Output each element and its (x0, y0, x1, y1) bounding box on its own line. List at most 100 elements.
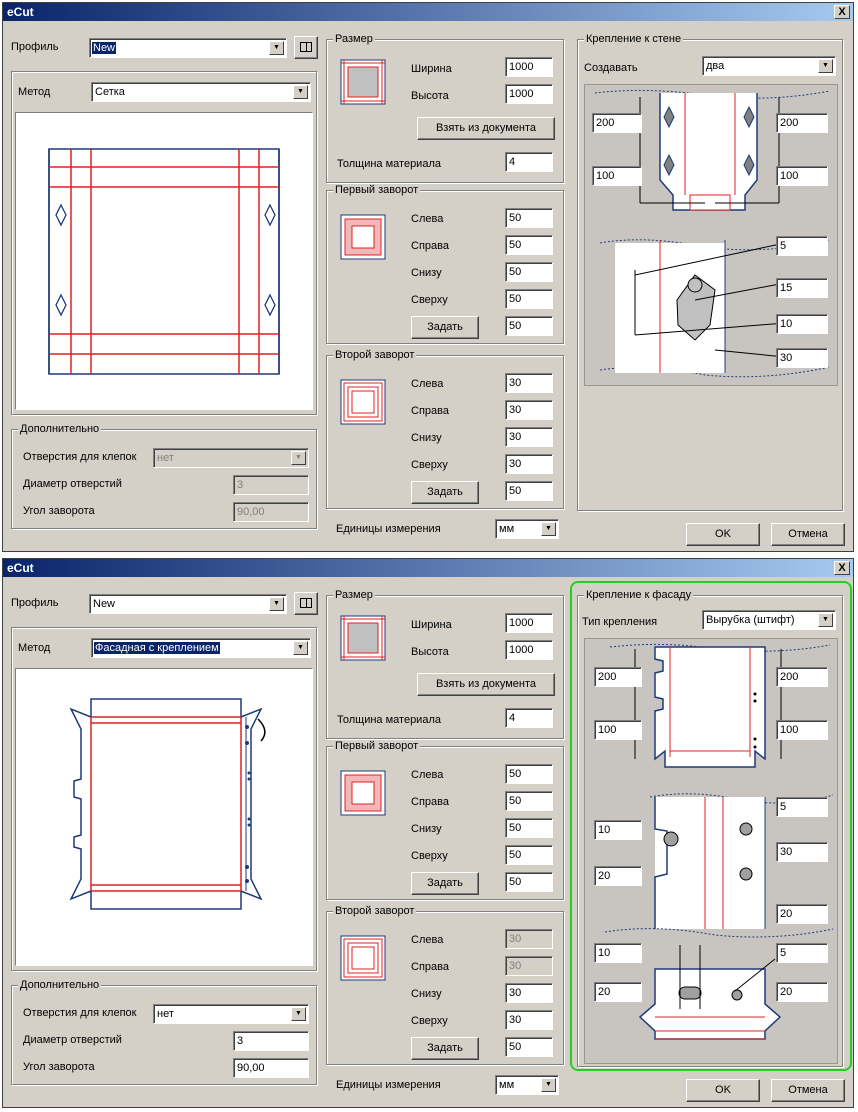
wall-param-15-input[interactable]: 15 (776, 278, 828, 298)
angle-input[interactable]: 90,00 (233, 1058, 309, 1078)
height-input[interactable]: 1000 (505, 84, 553, 104)
second-bottom-input[interactable]: 30 (505, 983, 553, 1003)
second-right-input[interactable]: 30 (505, 956, 553, 976)
pattern-preview (15, 112, 313, 410)
chevron-down-icon[interactable]: ▼ (541, 1078, 556, 1092)
units-select[interactable]: мм▼ (495, 519, 559, 539)
first-right-input[interactable]: 50 (505, 235, 553, 255)
units-select[interactable]: мм▼ (495, 1075, 559, 1095)
cancel-button[interactable]: Отмена (771, 1079, 845, 1102)
diameter-input[interactable]: 3 (233, 475, 309, 495)
wall-left-spacing-input[interactable]: 200 (592, 113, 642, 133)
height-input[interactable]: 1000 (505, 640, 553, 660)
first-top-input[interactable]: 50 (505, 289, 553, 309)
method-select[interactable]: Сетка▼ (91, 82, 311, 102)
second-right-input[interactable]: 30 (505, 400, 553, 420)
profile-library-button[interactable] (294, 36, 318, 59)
profile-library-button[interactable] (294, 592, 318, 615)
thickness-input[interactable]: 4 (505, 708, 553, 728)
second-bottom-input[interactable]: 30 (505, 427, 553, 447)
first-left-input[interactable]: 50 (505, 208, 553, 228)
first-set-input[interactable]: 50 (505, 316, 553, 336)
wall-param-10-input[interactable]: 10 (776, 314, 828, 334)
facade-pattern-drawing (69, 698, 266, 910)
facade-param-30-input[interactable]: 30 (776, 842, 828, 862)
wall-left-offset-input[interactable]: 100 (592, 166, 642, 186)
chevron-down-icon[interactable]: ▼ (293, 85, 308, 99)
angle-input[interactable]: 90,00 (233, 502, 309, 522)
second-set-input[interactable]: 50 (505, 481, 553, 501)
method-select[interactable]: Фасадная с креплением▼ (91, 638, 311, 658)
second-left-input[interactable]: 30 (505, 929, 553, 949)
facade-left-offset-input[interactable]: 100 (594, 720, 642, 740)
diameter-input[interactable]: 3 (233, 1031, 309, 1051)
second-left-input[interactable]: 30 (505, 373, 553, 393)
wall-mount-group: Крепление к стене Создавать два▼ 200 200… (577, 33, 843, 511)
second-left-label: Слева (411, 378, 444, 390)
diameter-label: Диаметр отверстий (23, 478, 122, 490)
holes-value: нет (157, 1008, 174, 1020)
type-value: Вырубка (штифт) (706, 614, 795, 626)
first-turn-group: Первый заворот Слева 50 Справа 50 Снизу … (326, 740, 564, 900)
pattern-preview (15, 668, 313, 966)
type-select[interactable]: Вырубка (штифт) ▼ (702, 610, 836, 630)
wall-param-5-input[interactable]: 5 (776, 236, 828, 256)
ok-button[interactable]: OK (686, 523, 760, 546)
second-bottom-label: Снизу (411, 432, 442, 444)
facade-right-spacing-input[interactable]: 200 (776, 667, 828, 687)
facade-bottom-20-input[interactable]: 20 (594, 982, 642, 1002)
close-button[interactable]: X (834, 561, 850, 575)
first-right-input[interactable]: 50 (505, 791, 553, 811)
thickness-input[interactable]: 4 (505, 152, 553, 172)
take-from-document-button[interactable]: Взять из документа (417, 117, 555, 140)
take-from-document-button[interactable]: Взять из документа (417, 673, 555, 696)
profile-select[interactable]: New▼ (89, 38, 287, 58)
first-left-input[interactable]: 50 (505, 764, 553, 784)
facade-param-10-input[interactable]: 10 (594, 820, 642, 840)
wall-right-spacing-input[interactable]: 200 (776, 113, 828, 133)
second-set-button[interactable]: Задать (411, 481, 479, 504)
library-icon (300, 598, 312, 608)
first-set-button[interactable]: Задать (411, 316, 479, 339)
second-turn-group: Второй заворот Слева 30 Справа 30 Снизу … (326, 349, 564, 509)
facade-param-20b-input[interactable]: 20 (776, 904, 828, 924)
ok-button[interactable]: OK (686, 1079, 760, 1102)
facade-param-5-input[interactable]: 5 (776, 797, 828, 817)
first-set-input[interactable]: 50 (505, 872, 553, 892)
chevron-down-icon[interactable]: ▼ (291, 451, 306, 465)
facade-left-spacing-input[interactable]: 200 (594, 667, 642, 687)
height-label: Высота (411, 646, 449, 658)
chevron-down-icon[interactable]: ▼ (269, 41, 284, 55)
cancel-button[interactable]: Отмена (771, 523, 845, 546)
size-group: Размер Ширина 1000 Высота 1000 Взять из … (326, 589, 564, 739)
facade-bottom-5-input[interactable]: 5 (776, 943, 828, 963)
second-top-input[interactable]: 30 (505, 454, 553, 474)
holes-select[interactable]: нет ▼ (153, 1004, 309, 1024)
first-bottom-input[interactable]: 50 (505, 818, 553, 838)
first-bottom-input[interactable]: 50 (505, 262, 553, 282)
holes-select[interactable]: нет▼ (153, 448, 309, 468)
second-set-button[interactable]: Задать (411, 1037, 479, 1060)
second-set-input[interactable]: 50 (505, 1037, 553, 1057)
width-input[interactable]: 1000 (505, 57, 553, 77)
wall-right-offset-input[interactable]: 100 (776, 166, 828, 186)
close-button[interactable]: X (834, 5, 850, 19)
extra-title: Дополнительно (18, 423, 102, 435)
chevron-down-icon[interactable]: ▼ (818, 59, 833, 73)
chevron-down-icon[interactable]: ▼ (293, 641, 308, 655)
width-input[interactable]: 1000 (505, 613, 553, 633)
profile-select[interactable]: New▼ (89, 594, 287, 614)
first-set-button[interactable]: Задать (411, 872, 479, 895)
chevron-down-icon[interactable]: ▼ (269, 597, 284, 611)
create-select[interactable]: два▼ (702, 56, 836, 76)
facade-right-offset-input[interactable]: 100 (776, 720, 828, 740)
facade-bottom-10-input[interactable]: 10 (594, 943, 642, 963)
chevron-down-icon[interactable]: ▼ (541, 522, 556, 536)
facade-param-20-input[interactable]: 20 (594, 866, 642, 886)
second-top-input[interactable]: 30 (505, 1010, 553, 1030)
facade-bottom-20b-input[interactable]: 20 (776, 982, 828, 1002)
chevron-down-icon[interactable]: ▼ (818, 613, 833, 627)
wall-param-30-input[interactable]: 30 (776, 348, 828, 368)
first-top-input[interactable]: 50 (505, 845, 553, 865)
chevron-down-icon[interactable]: ▼ (291, 1007, 306, 1021)
